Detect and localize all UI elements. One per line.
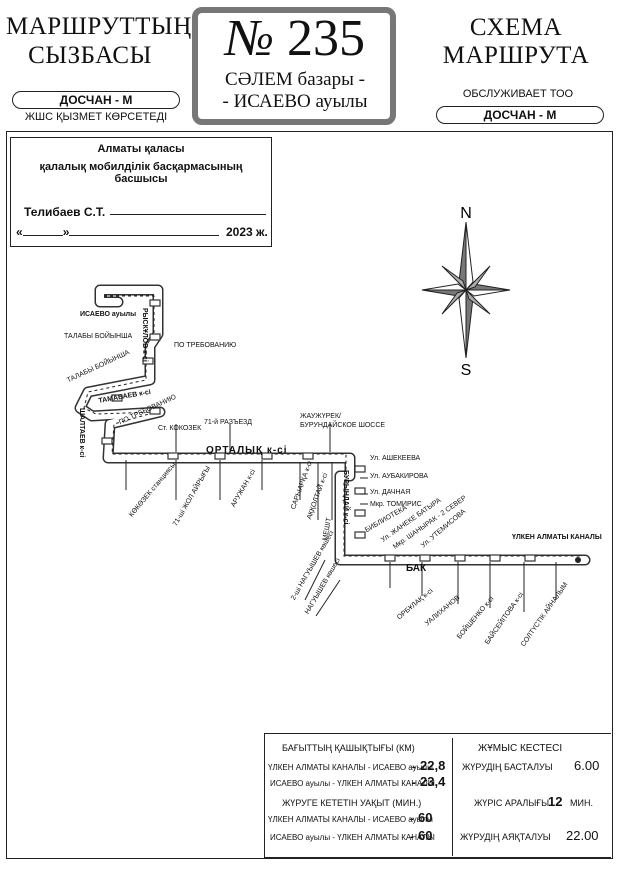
stop-markers: [101, 299, 536, 562]
kz-service-text: ЖШС ҚЫЗМЕТ КӨРСЕТЕДІ: [24, 111, 168, 123]
kz-title-line2: СЫЗБАСЫ: [28, 42, 152, 69]
dist-row2-value: 23,4: [420, 774, 446, 789]
route-number-sign: №: [224, 10, 275, 67]
kz-operator-badge: ДОСЧАН - М: [12, 91, 180, 109]
stop-leader-lines: [125, 424, 557, 617]
dist-row1-sep: -: [412, 761, 416, 773]
label-tomiris: Мкр. ТОМИРИС: [370, 501, 422, 508]
end-label: ЖҮРУДІҢ АЯҚТАЛУЫ: [460, 832, 551, 842]
label-dachnaya: Ул. ДАЧНАЯ: [370, 489, 411, 496]
approval-line1: Алматы қаласы: [97, 143, 185, 155]
kz-title-line1: МАРШРУТТЫҢ: [6, 13, 192, 40]
label-zhauzhurek: ЖАУЖҮРЕК/: [300, 413, 341, 420]
dist-row1-value: 22,8: [420, 758, 446, 773]
kz-title: МАРШРУТТЫҢ СЫЗБАСЫ: [6, 12, 192, 70]
interval-value: 12: [548, 794, 563, 809]
route-path-inner: [76, 286, 589, 564]
approval-line2: қалалық мобилділік басқармасының басшысы: [39, 161, 243, 185]
time-row1-value: 60: [418, 810, 433, 825]
ru-service-text: ОБСЛУЖИВАЕТ ТОО: [462, 88, 574, 100]
label-razyezd: 71-й РАЗЪЕЗД: [204, 419, 253, 426]
signature-line: [110, 214, 266, 215]
dist-row2-sep: -: [412, 777, 416, 789]
route-number-box: [192, 7, 396, 125]
ru-title: СХЕМА МАРШРУТА: [418, 14, 614, 70]
route-destination-line1: СӘЛЕМ базары -: [225, 69, 365, 90]
label-isaevo: ИСАЕВО ауылы: [80, 311, 137, 318]
dist-row1-label: ҮЛКЕН АЛМАТЫ КАНАЛЫ - ИСАЕВО ауылы: [268, 763, 433, 772]
time-row2-sep: -: [410, 831, 414, 843]
label-aubakirova: Ул. АУБАКИРОВА: [370, 473, 429, 480]
label-burundai: БУРУНДАЙСКОЕ ШОССЕ: [300, 422, 386, 429]
time-row1-label: ҮЛКЕН АЛМАТЫ КАНАЛЫ - ИСАЕВО ауылы: [268, 815, 433, 824]
route-number: № 235: [200, 10, 390, 68]
date-open-quote: «: [16, 225, 23, 239]
label-talaby-1: ТАЛАБЫ БОЙЫНША: [64, 333, 133, 340]
time-header: ЖҮРУГЕ КЕТЕТІН УАҚЫТ (МИН.): [282, 798, 422, 808]
info-panel-divider: [452, 738, 453, 856]
end-value: 22.00: [566, 828, 599, 843]
compass-south-label: S: [461, 362, 472, 379]
label-bak: БАК: [406, 563, 427, 574]
info-panel: [264, 733, 611, 858]
ru-title-line2: МАРШРУТА: [442, 42, 590, 69]
date-close-quote: »: [62, 225, 70, 239]
terminus-marker: [575, 557, 581, 563]
interval-label: ЖҮРІС АРАЛЫҒЫ: [474, 798, 550, 808]
label-ulken: ҮЛКЕН АЛМАТЫ КАНАЛЫ: [512, 534, 602, 541]
label-shaltaev: ШАЛТАЕВ к-сi: [78, 408, 85, 458]
schedule-header: ЖҰМЫС КЕСТЕСІ: [478, 743, 563, 754]
map-frame: [6, 131, 613, 859]
approval-year: 2023 ж.: [226, 225, 268, 239]
label-ryskulov: РЫСКҰЛОВ к-сi: [141, 308, 148, 362]
distance-header: БАҒЫТТЫҢ ҚАШЫҚТЫҒЫ (КМ): [282, 743, 415, 753]
label-ortalyk: ОРТАЛЫҚ к-сi: [206, 445, 288, 456]
dist-row2-label: ИСАЕВО ауылы - ҮЛКЕН АЛМАТЫ КАНАЛЫ: [270, 779, 435, 788]
start-label: ЖҮРУДІҢ БАСТАЛУЫ: [462, 762, 553, 772]
approval-name: Телибаев С.Т.: [24, 205, 106, 219]
ru-operator-badge: ДОСЧАН - М: [436, 106, 604, 124]
compass-north-label: N: [460, 205, 472, 222]
label-burundai-kz: БУРЫНДАЙ к-сi: [342, 470, 349, 525]
route-dashed-centerline: [83, 295, 580, 557]
time-row2-value: 60: [418, 828, 433, 843]
label-po-treb-1: ПО ТРЕБОВАНИЮ: [174, 342, 237, 349]
compass-rose-icon: N S: [421, 205, 511, 379]
approval-box: [10, 137, 272, 247]
interval-unit: МИН.: [570, 798, 593, 808]
start-value: 6.00: [574, 758, 600, 773]
route-number-value: 235: [287, 10, 366, 67]
ru-title-line1: СХЕМА: [469, 14, 563, 41]
label-kokozek: Ст. КОКОЗЕК: [158, 425, 202, 432]
time-row1-sep: -: [410, 813, 414, 825]
time-row2-label: ИСАЕВО ауылы - ҮЛКЕН АЛМАТЫ КАНАЛЫ: [270, 833, 435, 842]
label-ashekeeva: Ул. АШЕКЕЕВА: [370, 455, 421, 462]
approval-date: «»: [16, 225, 220, 239]
route-destination-line2: - ИСАЕВО ауылы: [222, 91, 368, 112]
